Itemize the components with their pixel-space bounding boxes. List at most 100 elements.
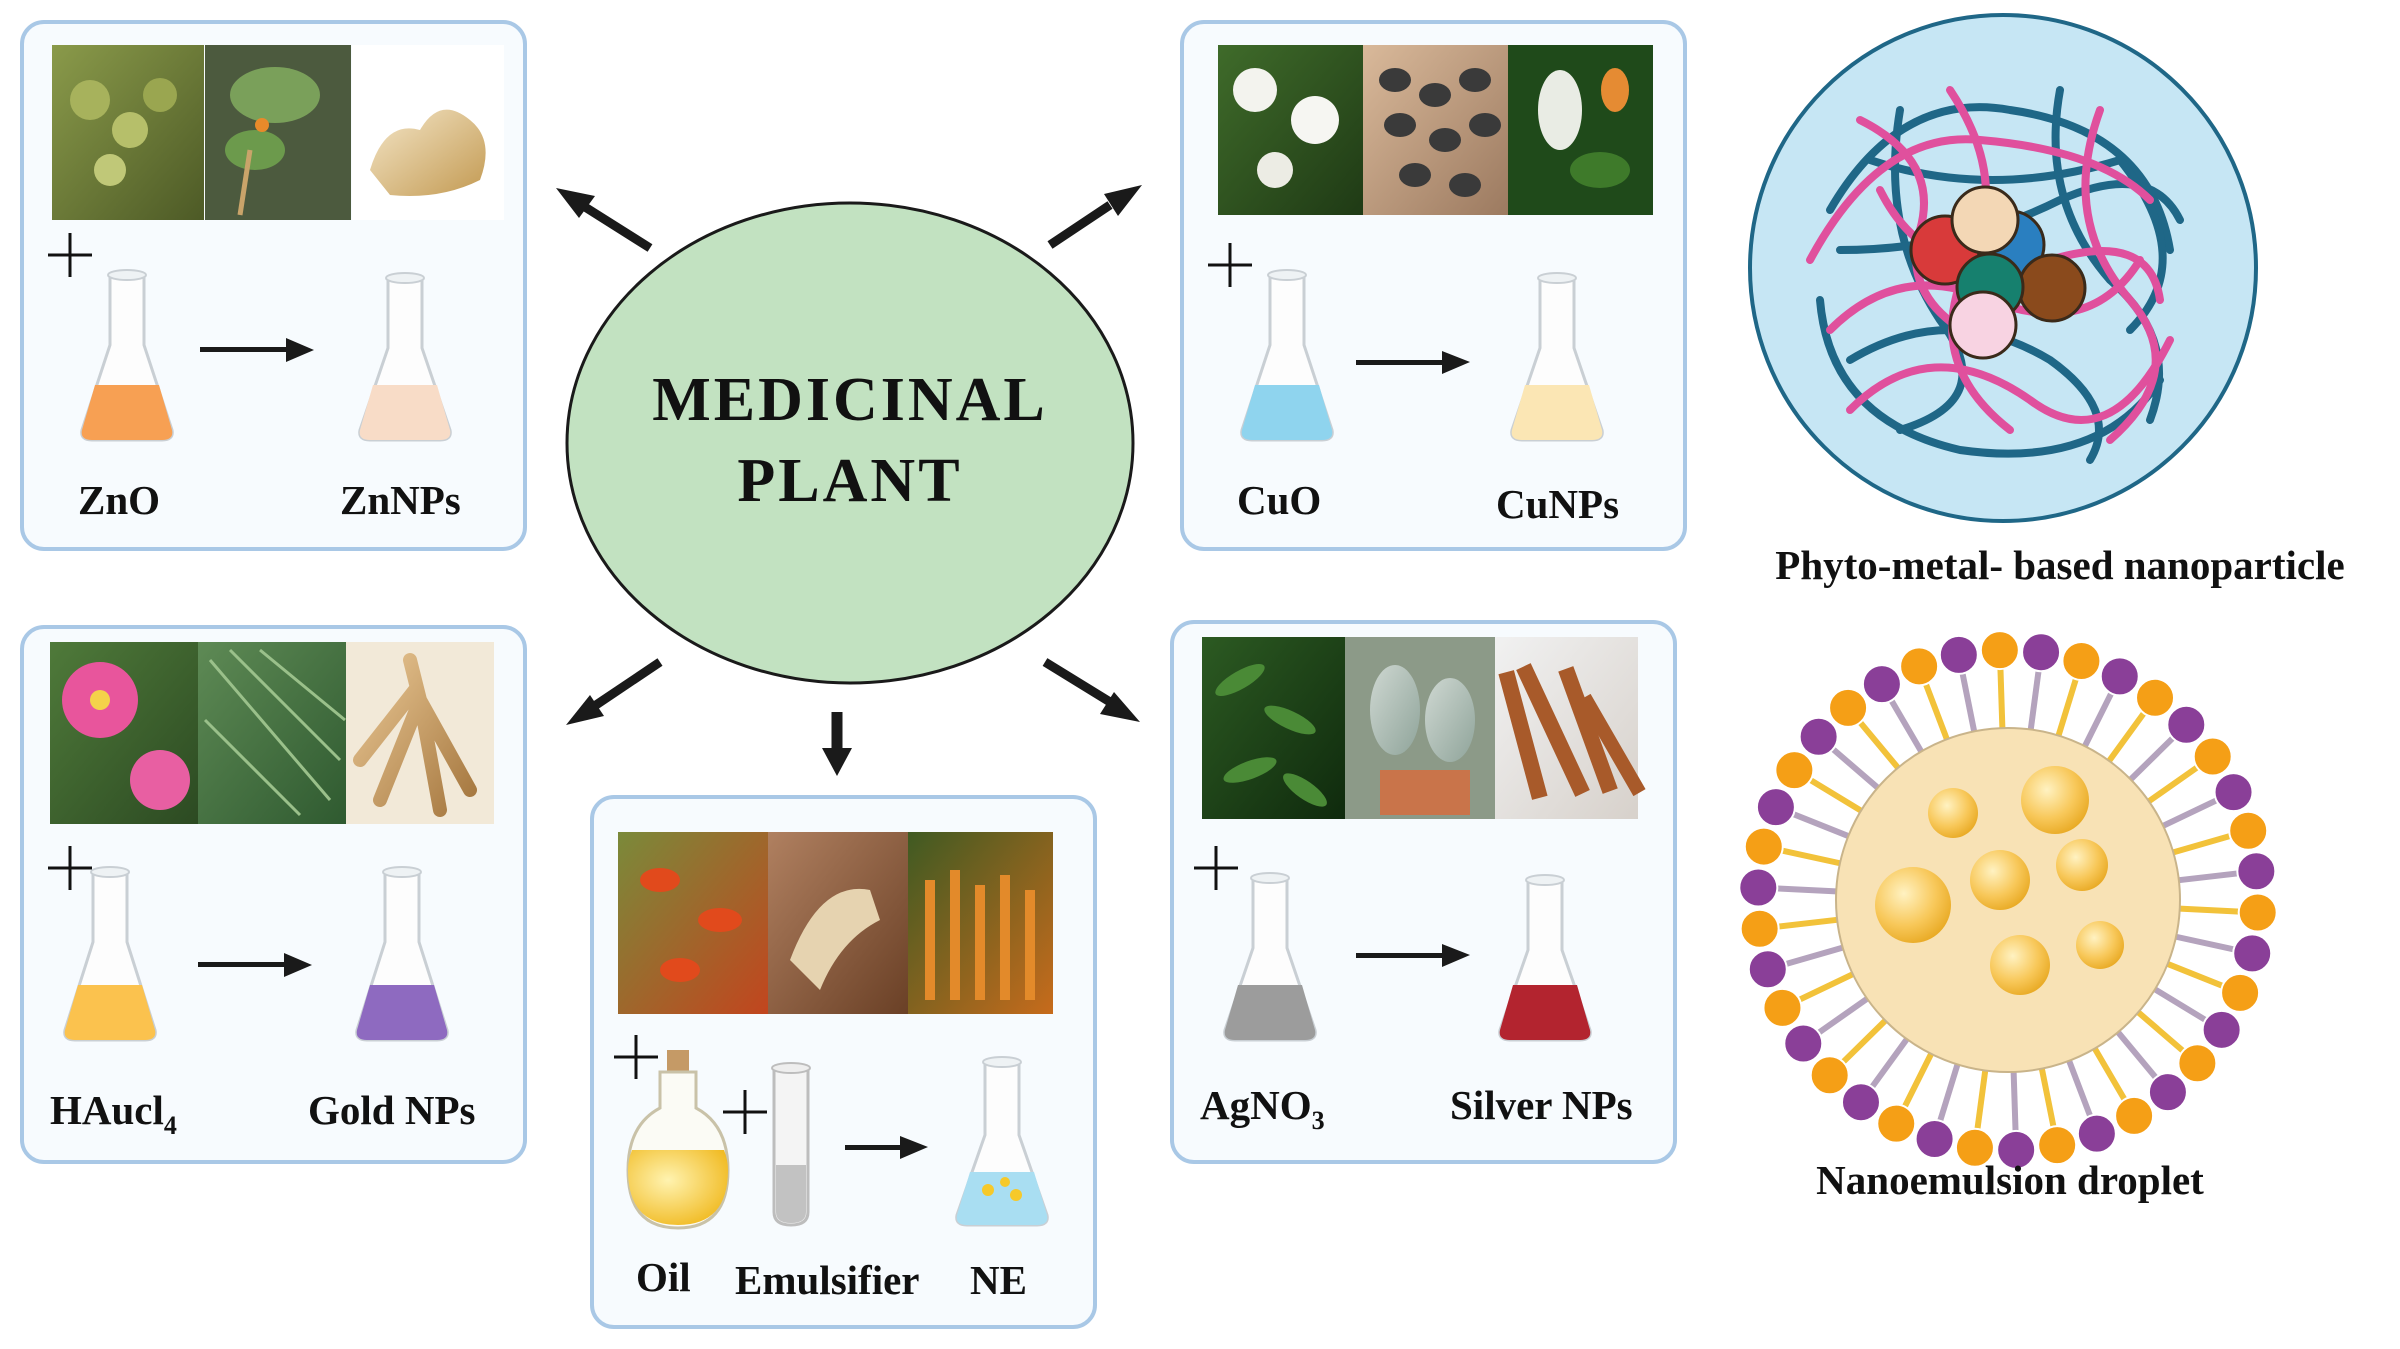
- surfactant-head: [1762, 987, 1803, 1028]
- surfactant-head: [1809, 1055, 1850, 1096]
- surfactant-tail: [1791, 811, 1850, 839]
- surfactant-tail: [1959, 671, 1978, 732]
- surfactant-head: [2201, 1009, 2242, 1050]
- plant-photo-icon: [50, 642, 198, 824]
- plant-photo-icon: [205, 45, 351, 220]
- au-reactant-text: HAucl: [50, 1087, 164, 1133]
- cu-product-label: CuNPs: [1496, 481, 1620, 527]
- surfactant-head: [1743, 826, 1784, 867]
- test-tube-icon: [771, 1062, 811, 1227]
- surfactant-head: [2114, 1095, 2155, 1136]
- flask-icon: [63, 866, 157, 1042]
- nanoparticle-illustration: [1748, 13, 2258, 523]
- surfactant-head: [2166, 704, 2207, 745]
- surfactant-head: [1774, 750, 1815, 791]
- surfactant-tail: [1776, 885, 1837, 895]
- flask-icon: [1240, 269, 1334, 442]
- surfactant-tail: [1997, 668, 2006, 729]
- plant-photo-icon: [1345, 637, 1495, 819]
- surfactant-head: [1876, 1103, 1917, 1144]
- surfactant-head: [1783, 1023, 1824, 1064]
- plus-icon: [1208, 243, 1252, 287]
- surfactant-tail: [2055, 677, 2079, 737]
- surfactant-tail: [1857, 719, 1901, 770]
- connector-arrow: [822, 712, 852, 776]
- surfactant-head: [1828, 687, 1869, 728]
- reaction-arrow-icon: [200, 338, 314, 362]
- center-node-label: MEDICINAL PLANT: [570, 360, 1130, 521]
- surfactant-tail: [2147, 764, 2200, 804]
- surfactant-tail: [2179, 905, 2240, 915]
- ne-product-label: NE: [970, 1257, 1027, 1303]
- surfactant-tail: [1816, 996, 1869, 1036]
- surfactant-head: [1979, 630, 2020, 671]
- surfactant-tail: [2038, 1068, 2057, 1129]
- zn-reactant-label: ZnO: [78, 477, 161, 523]
- ag-reactant-subscript: 3: [1311, 1106, 1325, 1135]
- surfactant-head: [2232, 933, 2273, 974]
- surfactant-tail: [2082, 691, 2115, 748]
- center-label-line1: MEDICINAL: [652, 366, 1048, 434]
- surfactant-head: [2099, 656, 2140, 697]
- ne-emulsifier-label: Emulsifier: [735, 1257, 920, 1303]
- ag-product-label: Silver NPs: [1450, 1082, 1633, 1128]
- surfactant-tail: [2092, 1047, 2128, 1102]
- medicinal-plant-node: [565, 201, 1135, 685]
- zn-product-label: ZnNPs: [340, 477, 461, 523]
- surfactant-tail: [2166, 961, 2225, 989]
- surfactant-tail: [1888, 698, 1924, 753]
- surfactant-tail: [1901, 1052, 1934, 1109]
- plant-photo-icon: [768, 832, 908, 1014]
- surfactant-tail: [2178, 870, 2239, 884]
- flask-icon: [955, 1056, 1049, 1227]
- surfactant-head: [1798, 716, 1839, 757]
- connector-arrow: [566, 658, 663, 725]
- surfactant-tail: [1840, 1018, 1888, 1065]
- surfactant-tail: [1974, 1070, 1989, 1131]
- surfactant-tail: [2128, 735, 2176, 782]
- cu-reactant-label: CuO: [1237, 477, 1322, 523]
- surfactant-tail: [2010, 1071, 2019, 1132]
- surfactant-head: [1739, 908, 1780, 949]
- surfactant-tail: [2161, 797, 2219, 829]
- plant-photo-icon: [198, 642, 346, 824]
- reaction-arrow-icon: [1356, 944, 1470, 967]
- surfactant-head: [1899, 646, 1940, 687]
- surfactant-head: [1938, 634, 1979, 675]
- ne-oil-label: Oil: [636, 1254, 691, 1300]
- surfactant-tail: [1777, 916, 1838, 930]
- nanoparticle-caption: Phyto-metal- based nanoparticle: [1775, 542, 2345, 588]
- plant-photo-icon: [618, 832, 768, 1014]
- plus-icon: [48, 233, 92, 277]
- connector-arrow: [556, 188, 653, 252]
- surfactant-head: [1747, 949, 1788, 990]
- flask-icon: [80, 269, 174, 442]
- surfactant-tail: [1808, 776, 1863, 814]
- connector-arrow: [1042, 658, 1140, 722]
- surfactant-tail: [1937, 1063, 1961, 1123]
- surfactant-head: [1840, 1082, 1881, 1123]
- ag-reactant-label: AgNO3: [1200, 1085, 1325, 1134]
- surfactant-head: [2135, 677, 2176, 718]
- surfactant-head: [2177, 1043, 2218, 1084]
- surfactant-head: [1861, 664, 1902, 705]
- surfactant-head: [2220, 972, 2261, 1013]
- plus-icon: [723, 1090, 767, 1134]
- plant-photo-icon: [352, 45, 504, 220]
- surfactant-head: [1755, 787, 1796, 828]
- surfactant-head: [2147, 1072, 2188, 1113]
- au-reactant-label: HAucl4: [50, 1090, 177, 1139]
- plant-photo-icon: [908, 832, 1053, 1014]
- reaction-arrow-icon: [198, 953, 312, 977]
- surfactant-head: [2076, 1113, 2117, 1154]
- surfactant-head: [1954, 1127, 1995, 1168]
- plant-photo-icon: [1202, 637, 1345, 819]
- plant-photo-icon: [52, 45, 204, 220]
- center-label-line2: PLANT: [737, 446, 963, 515]
- surfactant-head: [2213, 772, 2254, 813]
- surfactant-tail: [2153, 986, 2208, 1024]
- oil-bottle-icon: [626, 1050, 730, 1230]
- surfactant-head: [2237, 892, 2278, 933]
- surfactant-tail: [1784, 944, 1844, 968]
- surfactant-tail: [1797, 971, 1855, 1003]
